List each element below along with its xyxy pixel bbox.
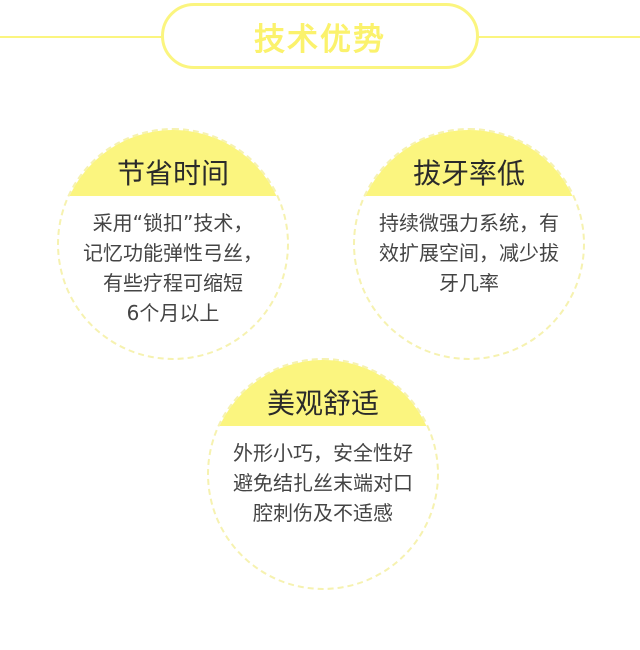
- feature-circle-low-extraction: 拔牙率低 持续微强力系统，有 效扩展空间，减少拔 牙几率: [353, 128, 585, 360]
- header-divider-right: [478, 36, 640, 38]
- feature-text-line: 效扩展空间，减少拔: [379, 241, 559, 265]
- page-title: 技术优势: [254, 21, 386, 58]
- feature-header: 美观舒适: [209, 360, 437, 426]
- feature-text-line: 有些疗程可缩短: [103, 271, 243, 295]
- feature-text-line: 采用“锁扣”技术，: [92, 211, 254, 235]
- feature-text-line: 6个月以上: [126, 301, 220, 325]
- feature-header: 拔牙率低: [355, 130, 583, 196]
- feature-text-line: 避免结扎丝末端对口: [233, 471, 413, 495]
- header-pill: 技术优势: [161, 3, 479, 69]
- feature-header: 节省时间: [59, 130, 287, 196]
- feature-text-line: 持续微强力系统，有: [379, 211, 559, 235]
- feature-description: 外形小巧，安全性好 避免结扎丝末端对口 腔刺伤及不适感: [209, 438, 437, 528]
- feature-text-line: 记忆功能弹性弓丝，: [83, 241, 263, 265]
- header-divider-left: [0, 36, 162, 38]
- feature-description: 采用“锁扣”技术， 记忆功能弹性弓丝， 有些疗程可缩短 6个月以上: [59, 208, 287, 328]
- feature-text-line: 牙几率: [439, 271, 499, 295]
- feature-text-line: 腔刺伤及不适感: [253, 501, 393, 525]
- feature-title: 美观舒适: [266, 387, 379, 420]
- feature-title: 拔牙率低: [412, 157, 525, 190]
- feature-circle-comfort: 美观舒适 外形小巧，安全性好 避免结扎丝末端对口 腔刺伤及不适感: [207, 358, 439, 590]
- feature-title: 节省时间: [116, 157, 229, 190]
- feature-circle-save-time: 节省时间 采用“锁扣”技术， 记忆功能弹性弓丝， 有些疗程可缩短 6个月以上: [57, 128, 289, 360]
- feature-description: 持续微强力系统，有 效扩展空间，减少拔 牙几率: [355, 208, 583, 298]
- feature-text-line: 外形小巧，安全性好: [233, 441, 413, 465]
